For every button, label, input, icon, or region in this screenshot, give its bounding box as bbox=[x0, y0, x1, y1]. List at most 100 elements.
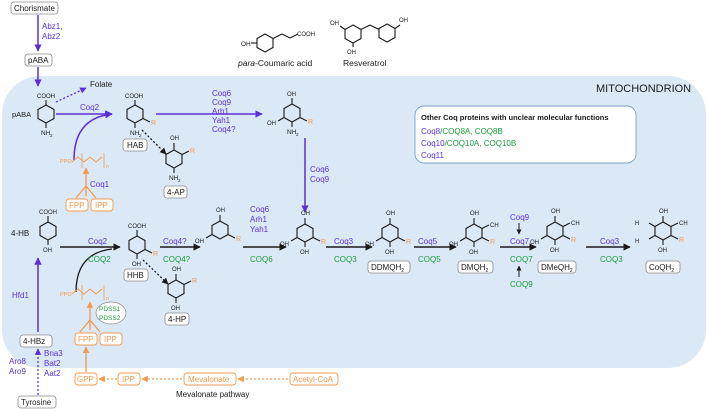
four-hp-label: 4-HP bbox=[168, 315, 186, 324]
chorismate-box bbox=[10, 1, 59, 15]
svg-text:OH: OH bbox=[132, 262, 141, 268]
ipp-box-bottom bbox=[117, 372, 141, 386]
ipp-box-lower bbox=[99, 332, 123, 346]
svg-text:R: R bbox=[153, 251, 158, 258]
dmqh2-label: DMQH2 bbox=[461, 263, 488, 274]
tyrosine-box bbox=[17, 395, 57, 409]
svg-text:OH: OH bbox=[171, 306, 180, 312]
aminophenol-structure: OH OH R NH 2 bbox=[267, 92, 313, 137]
diol-structure: OH R OH bbox=[195, 208, 241, 245]
svg-text:OH: OH bbox=[280, 242, 289, 248]
other-coq-panel bbox=[414, 105, 637, 164]
coqh2-label: CoQH2 bbox=[649, 263, 674, 274]
svg-text:OH: OH bbox=[399, 18, 408, 24]
enzyme-coq4q-a: Coq4? bbox=[212, 125, 236, 134]
enzyme-coq6-a: Coq6 bbox=[212, 89, 232, 98]
hab-label: HAB bbox=[127, 141, 143, 150]
four-ap-structure: OH R NH 2 bbox=[165, 136, 195, 183]
svg-text:R: R bbox=[679, 237, 684, 244]
enzyme-aro9: Aro9 bbox=[9, 367, 26, 376]
svg-text:OH: OH bbox=[267, 121, 276, 127]
svg-text:R: R bbox=[321, 239, 326, 246]
four-hp-structure: OH R OH bbox=[167, 267, 197, 312]
svg-text:NH: NH bbox=[41, 130, 51, 137]
triol-structure: OH R OH OH bbox=[280, 211, 326, 256]
ddmqh2-box bbox=[367, 260, 411, 274]
svg-text:OH: OH bbox=[385, 250, 394, 256]
enzyme-aat2: Aat2 bbox=[44, 369, 61, 378]
svg-text:OH: OH bbox=[347, 50, 356, 56]
svg-text:2: 2 bbox=[50, 133, 53, 138]
enzyme-coq1: Coq1 bbox=[90, 180, 110, 189]
tyrosine-label: Tyrosine bbox=[21, 398, 52, 407]
svg-text:COOH: COOH bbox=[125, 94, 143, 100]
hhb-label: HHB bbox=[127, 271, 144, 280]
enzyme-pdss2: PDSS2 bbox=[99, 315, 121, 322]
gpp-box bbox=[74, 372, 98, 386]
svg-text:R: R bbox=[151, 120, 156, 127]
four-hp-box bbox=[164, 312, 190, 326]
mevalonate-box bbox=[183, 372, 237, 386]
four-hbz-box bbox=[19, 334, 53, 348]
folate-arrow bbox=[55, 87, 87, 103]
enzyme-coq2-lower: Coq2 bbox=[88, 237, 108, 246]
enzyme-bna3: Bna3 bbox=[44, 349, 63, 358]
dmeqh2-label: DMeQH2 bbox=[541, 263, 573, 274]
enzyme-coq3-a: Coq3 bbox=[334, 237, 354, 246]
four-hb-label: 4-HB bbox=[11, 229, 29, 238]
four-ap-label: 4-AP bbox=[167, 188, 185, 197]
enzyme-hfd1: Hfd1 bbox=[12, 291, 29, 300]
enzyme-coq7-human: COQ7 bbox=[510, 255, 533, 264]
panel-row-coq10: Coq10/COQ10A, COQ10B bbox=[421, 139, 516, 148]
ipp-label-upper: IPP bbox=[95, 201, 108, 210]
resveratrol-structure: OH OH OH Resveratrol bbox=[330, 18, 408, 68]
polyprenyl-pp-lower: PPO n bbox=[60, 285, 109, 302]
coq1-upper-branch bbox=[75, 184, 97, 199]
svg-text:2: 2 bbox=[178, 178, 181, 183]
paba-box-label: pABA bbox=[28, 56, 49, 65]
gpp-label: GPP bbox=[77, 375, 94, 384]
enzyme-coq6-b: Coq6 bbox=[310, 165, 330, 174]
panel-row-coq11: Coq11 bbox=[421, 151, 445, 160]
enzyme-coq3-human: COQ3 bbox=[334, 255, 357, 264]
svg-text:OH: OH bbox=[550, 248, 559, 254]
ddmqh2-structure: OH R OH OH bbox=[365, 211, 411, 256]
p-coumaric-acid-label: para-Coumaric acid bbox=[237, 58, 312, 68]
enzyme-arh1-c: Arh1 bbox=[250, 215, 267, 224]
hab-to-4ap-arrow bbox=[141, 129, 167, 155]
hhb-to-4hp-arrow bbox=[142, 259, 169, 285]
enzyme-coq2-upper: Coq2 bbox=[80, 103, 100, 112]
paba-structure: COOH NH 2 pABA bbox=[12, 94, 55, 138]
hab-structure: COOH R NH 2 bbox=[125, 94, 156, 138]
fpp-label-lower: FPP bbox=[78, 335, 94, 344]
svg-text:R: R bbox=[406, 239, 411, 246]
svg-text:OH: OH bbox=[172, 267, 181, 273]
svg-text:n: n bbox=[106, 296, 109, 302]
svg-text:OH: OH bbox=[449, 242, 458, 248]
enzyme-yah1-c: Yah1 bbox=[250, 225, 269, 234]
enzyme-coq4q-human: COQ4? bbox=[163, 255, 191, 264]
enzyme-yah1-a: Yah1 bbox=[212, 116, 231, 125]
enzyme-coq4q-b: Coq4? bbox=[163, 237, 187, 246]
acetylcoa-label: Acetyl-CoA bbox=[293, 375, 334, 384]
svg-text:OH: OH bbox=[469, 250, 478, 256]
svg-text:NH: NH bbox=[169, 175, 179, 182]
enzyme-coq9-human: COQ9 bbox=[510, 280, 533, 289]
dmqh2-structure: OH CH R OH OH bbox=[449, 211, 499, 256]
dmeqh2-structure: OH CH R OH OH bbox=[530, 209, 580, 254]
enzyme-arh1-a: Arh1 bbox=[212, 107, 229, 116]
svg-text:R: R bbox=[190, 148, 195, 155]
panel-row-coq8: Coq8/COQ8A, COQ8B bbox=[421, 127, 503, 136]
enzyme-abz1: Abz1, bbox=[42, 22, 62, 31]
svg-text:H: H bbox=[635, 221, 639, 227]
svg-text:OH: OH bbox=[195, 239, 204, 245]
hhb-structure: COOH R OH bbox=[128, 224, 158, 268]
enzyme-coq3-human-b: COQ3 bbox=[600, 255, 623, 264]
enzyme-coq9-b: Coq9 bbox=[310, 175, 330, 184]
enzyme-coq6-c: Coq6 bbox=[250, 205, 270, 214]
enzyme-pdss1: PDSS1 bbox=[99, 306, 121, 313]
svg-text:OH: OH bbox=[300, 250, 309, 256]
ipp-box-upper bbox=[90, 198, 114, 212]
svg-text:H: H bbox=[635, 239, 639, 245]
